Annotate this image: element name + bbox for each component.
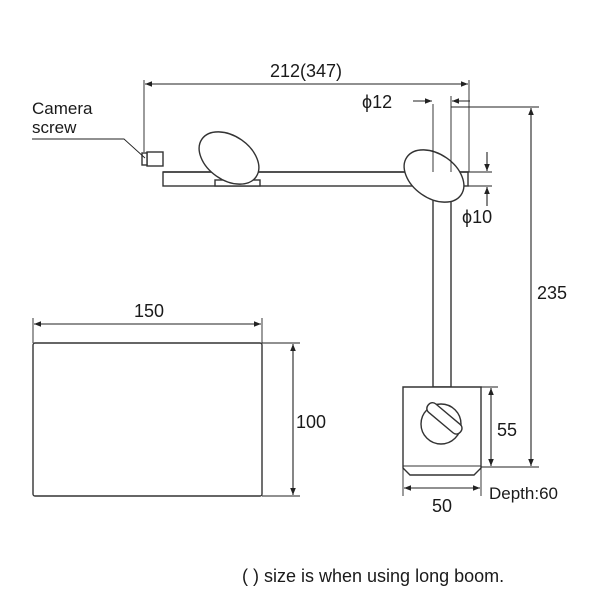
right-clamp-knob <box>403 149 465 203</box>
vertical-rod <box>432 187 452 388</box>
camera-screw-stub <box>141 152 148 166</box>
label-base-depth: Depth:60 <box>489 484 558 503</box>
base-plate-outline <box>32 342 263 497</box>
camera-screw-leader <box>32 138 146 159</box>
left-clamp-knob <box>198 131 260 185</box>
label-camera-screw-line1: Camera <box>32 99 93 118</box>
label-camera-screw-line2: screw <box>32 118 77 137</box>
label-plate-width: 150 <box>134 301 164 321</box>
label-base-width: 50 <box>432 496 452 516</box>
on-off-lever-icon <box>426 402 463 435</box>
label-height: 235 <box>537 283 567 303</box>
label-boom-length: 212(347) <box>270 61 342 81</box>
label-boom-diameter: ϕ10 <box>462 207 492 227</box>
footnote-text: ( ) size is when using long boom. <box>242 566 504 586</box>
label-plate-height: 100 <box>296 412 326 432</box>
boom-end-collar <box>146 151 164 167</box>
label-base-height: 55 <box>497 420 517 440</box>
label-rod-diameter: ϕ12 <box>362 92 392 112</box>
